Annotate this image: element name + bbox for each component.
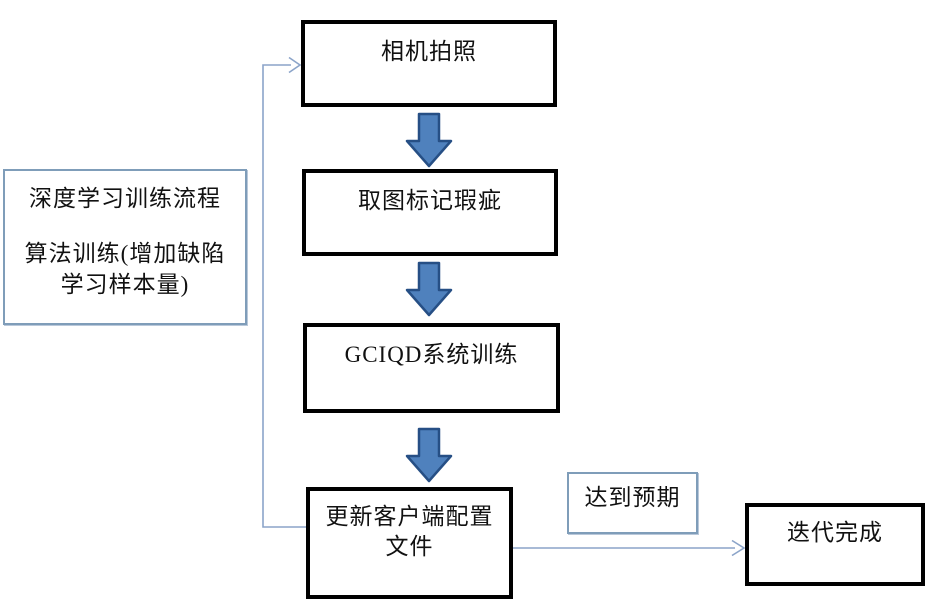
branch-arrowhead-icon: [731, 539, 746, 557]
node-update-config-label-line2: 文件: [385, 534, 434, 559]
feedback-arrowhead-icon: [288, 56, 302, 74]
note-line1: 深度学习训练流程: [29, 186, 221, 211]
note-training-process: 深度学习训练流程 算法训练(增加缺陷 学习样本量): [3, 169, 247, 325]
node-iteration-done-label: 迭代完成: [787, 520, 883, 545]
note-line2: 算法训练(增加缺陷: [24, 241, 226, 266]
node-camera-capture-label: 相机拍照: [381, 39, 477, 64]
node-update-config-label-line1: 更新客户端配置: [325, 504, 494, 529]
label-condition-met-text: 达到预期: [584, 485, 681, 510]
note-line3: 学习样本量): [60, 272, 190, 297]
down-block-arrow-icon: [405, 427, 453, 483]
node-mark-defects: 取图标记瑕疵: [302, 169, 558, 256]
down-block-arrow-icon: [405, 112, 453, 168]
down-block-arrow-icon: [405, 261, 453, 317]
node-gciqd-training: GCIQD系统训练: [303, 323, 560, 413]
feedback-connector: [262, 64, 306, 528]
node-iteration-done: 迭代完成: [745, 503, 925, 586]
node-camera-capture: 相机拍照: [301, 20, 557, 107]
label-condition-met: 达到预期: [567, 472, 698, 534]
node-gciqd-training-label: GCIQD系统训练: [344, 342, 519, 367]
node-update-config: 更新客户端配置 文件: [306, 487, 513, 599]
node-mark-defects-label: 取图标记瑕疵: [358, 188, 502, 213]
